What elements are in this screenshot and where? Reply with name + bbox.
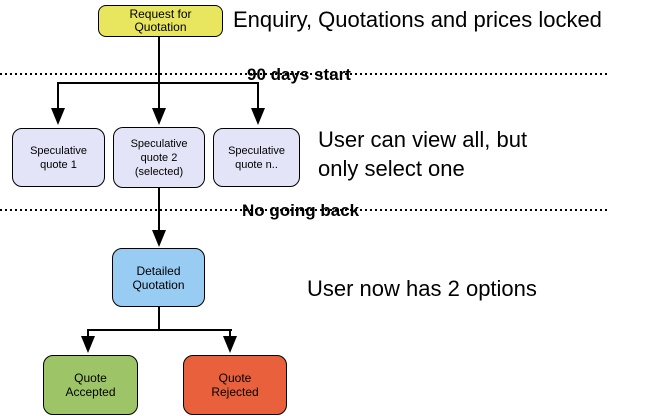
node-quote-accepted: Quote Accepted xyxy=(43,355,138,415)
connector-detailed-down xyxy=(158,307,160,331)
arrowhead-to-detailed-icon xyxy=(152,230,166,247)
node-speculative-quote-1: Speculative quote 1 xyxy=(12,128,105,187)
dotted-separator-no-going-back xyxy=(0,209,607,211)
arrowhead-to-specn-icon xyxy=(251,108,265,125)
connector-drop-rejected xyxy=(229,329,231,339)
arrowhead-to-accepted-icon xyxy=(81,336,95,353)
node-speculative-quote-n: Speculative quote n.. xyxy=(213,128,300,187)
connector-spec2-down xyxy=(158,188,160,232)
annotation-user-can-view-all: User can view all, but only select one xyxy=(318,127,528,181)
arrowhead-to-spec2-icon xyxy=(152,108,166,125)
arrowhead-to-spec1-icon xyxy=(51,108,65,125)
node-request-for-quotation: Request for Quotation xyxy=(98,5,223,37)
connector-drop-accepted xyxy=(87,329,89,339)
connector-drop-spec2 xyxy=(158,82,160,112)
node-speculative-quote-2-selected: Speculative quote 2 (selected) xyxy=(113,127,205,188)
annotation-user-two-options: User now has 2 options xyxy=(307,276,537,301)
arrowhead-to-rejected-icon xyxy=(223,336,237,353)
annotation-enquiry-prices-locked: Enquiry, Quotations and prices locked xyxy=(233,7,602,32)
node-quote-rejected: Quote Rejected xyxy=(183,355,287,415)
milestone-label-no-going-back: No going back xyxy=(242,201,360,220)
connector-branch-bottom xyxy=(87,329,232,331)
connector-drop-spec1 xyxy=(57,82,59,112)
dotted-separator-90-days xyxy=(0,73,607,75)
node-detailed-quotation: Detailed Quotation xyxy=(112,248,205,307)
milestone-label-90-days-start: 90 days start xyxy=(247,65,351,84)
connector-drop-specn xyxy=(257,82,259,112)
connector-request-down xyxy=(158,37,160,83)
